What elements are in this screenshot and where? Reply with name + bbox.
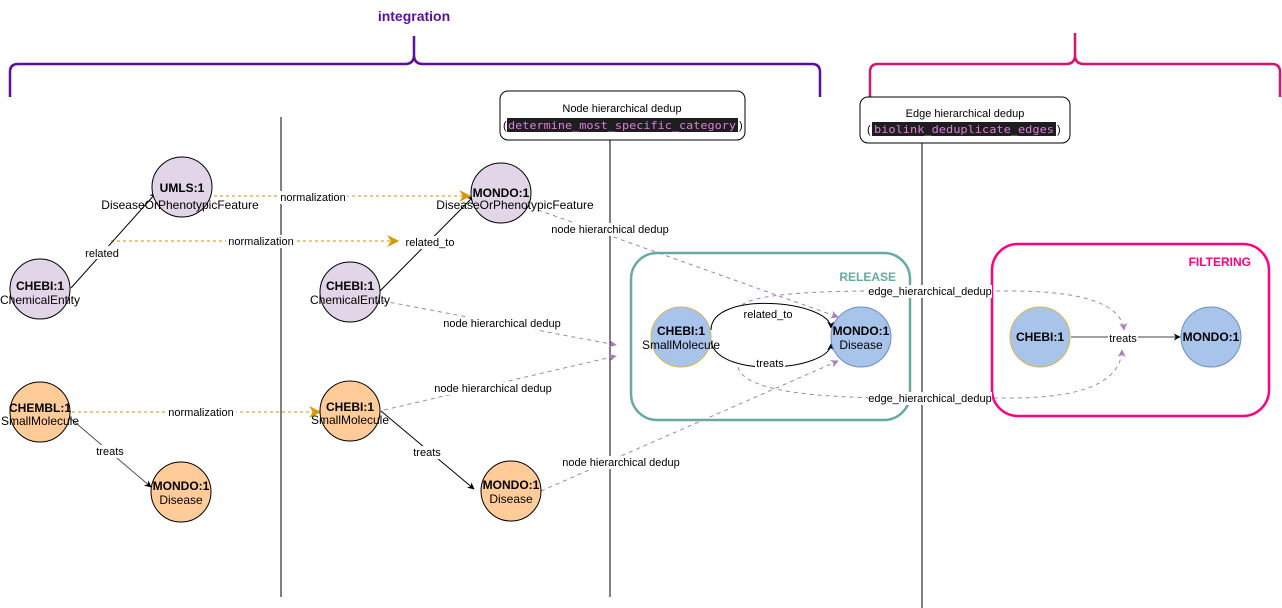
edge-label: normalization <box>280 192 345 204</box>
node-raw-chebi[interactable]: CHEBI:1 ChemicalEntity <box>0 258 80 320</box>
svg-text:Disease: Disease <box>839 338 883 352</box>
node-dedup-function: determine_most_specific_category <box>508 119 736 132</box>
node-release-mondo[interactable]: MONDO:1 Disease <box>830 306 892 368</box>
node-filtering-mondo[interactable]: MONDO:1 <box>1180 306 1242 368</box>
nodes: UMLS:1 DiseaseOrPhenotypicFeature CHEBI:… <box>0 156 1242 523</box>
node-raw-umls[interactable]: UMLS:1 DiseaseOrPhenotypicFeature <box>101 156 259 218</box>
filtering-label: FILTERING <box>1189 255 1251 269</box>
svg-text:Disease: Disease <box>489 492 533 506</box>
edge-dedup-edge <box>741 290 1128 331</box>
svg-text:CHEBI:1: CHEBI:1 <box>16 279 64 293</box>
node-norm-mondo[interactable]: MONDO:1 DiseaseOrPhenotypicFeature <box>436 162 594 224</box>
node-norm-chebi-smallmolecule[interactable]: CHEBI:1 SmallMolecule <box>311 380 389 442</box>
node-filtering-chebi[interactable]: CHEBI:1 <box>1009 306 1071 368</box>
svg-text:(: ( <box>867 124 871 136</box>
svg-text:CHEMBL:1: CHEMBL:1 <box>9 401 71 415</box>
filtering-brace <box>868 33 1282 97</box>
edge-label: related_to <box>406 237 455 249</box>
code-highlight <box>507 118 738 132</box>
svg-text:SmallMolecule: SmallMolecule <box>1 414 79 428</box>
dedup-edge <box>540 360 839 492</box>
svg-text:Disease: Disease <box>159 493 203 507</box>
edge-label: edge_hierarchical_dedup <box>868 286 992 298</box>
svg-text:ChemicalEntity: ChemicalEntity <box>310 293 390 307</box>
svg-text:): ) <box>739 120 743 132</box>
node-dedup-box: Node hierarchical dedup ( determine_most… <box>499 90 746 141</box>
svg-text:ChemicalEntity: ChemicalEntity <box>0 293 80 307</box>
node-raw-chembl[interactable]: CHEMBL:1 SmallMolecule <box>1 381 79 443</box>
edge-label: node hierarchical dedup <box>443 318 560 330</box>
svg-text:MONDO:1: MONDO:1 <box>473 186 530 200</box>
relation-edge <box>710 303 835 331</box>
edge-label: normalization <box>168 407 233 419</box>
edge-dedup-box: Edge hierarchical dedup ( biolink_dedupl… <box>859 96 1071 144</box>
edge-label: treats <box>96 446 124 458</box>
edge-dedup-edge <box>737 349 1126 399</box>
svg-text:CHEBI:1: CHEBI:1 <box>326 400 374 414</box>
integration-brace: integration <box>8 8 822 97</box>
node-dedup-edges <box>366 209 839 492</box>
edge-label: related <box>85 248 119 260</box>
svg-text:CHEBI:1: CHEBI:1 <box>657 324 705 338</box>
svg-text:CHEBI:1: CHEBI:1 <box>326 279 374 293</box>
svg-text:DiseaseOrPhenotypicFeature: DiseaseOrPhenotypicFeature <box>101 198 259 212</box>
svg-text:UMLS:1: UMLS:1 <box>160 181 205 195</box>
edge-label: node hierarchical dedup <box>562 457 679 469</box>
svg-text:MONDO:1: MONDO:1 <box>1183 330 1240 344</box>
filtering-cluster: FILTERING <box>990 242 1271 418</box>
svg-text:MONDO:1: MONDO:1 <box>153 479 210 493</box>
svg-text:MONDO:1: MONDO:1 <box>483 478 540 492</box>
edge-label: normalization <box>228 236 293 248</box>
relation-edge <box>70 192 157 289</box>
edge-label: treats <box>756 358 784 370</box>
node-release-chebi[interactable]: CHEBI:1 SmallMolecule <box>642 306 720 368</box>
integration-label: integration <box>378 8 450 24</box>
node-norm-mondo-disease[interactable]: MONDO:1 Disease <box>480 460 542 522</box>
svg-text:SmallMolecule: SmallMolecule <box>311 413 389 427</box>
edge-label: related_to <box>744 309 793 321</box>
edge-labels: related treats normalization normalizati… <box>85 191 1138 469</box>
code-highlight <box>872 122 1056 136</box>
edge-label: edge_hierarchical_dedup <box>868 393 992 405</box>
svg-text:(: ( <box>503 120 507 132</box>
svg-text:SmallMolecule: SmallMolecule <box>642 338 720 352</box>
svg-text:CHEBI:1: CHEBI:1 <box>1016 330 1064 344</box>
dedup-edge <box>366 297 617 348</box>
edge-dedup-function: biolink_deduplicate_edges <box>874 123 1054 136</box>
release-cluster: RELEASE <box>629 251 912 422</box>
svg-text:MONDO:1: MONDO:1 <box>833 324 890 338</box>
dedup-edge <box>537 209 839 319</box>
edge-dedup-title: Edge hierarchical dedup <box>906 108 1025 120</box>
normalization-edges <box>72 190 472 418</box>
edge-label: treats <box>1109 333 1137 345</box>
edge-label: treats <box>413 447 441 459</box>
release-label: RELEASE <box>839 270 896 284</box>
edge-label: node hierarchical dedup <box>434 383 551 395</box>
svg-text:): ) <box>1057 124 1061 136</box>
node-raw-mondo[interactable]: MONDO:1 Disease <box>150 461 212 523</box>
node-dedup-title: Node hierarchical dedup <box>562 103 681 115</box>
edge-label: node hierarchical dedup <box>551 224 668 236</box>
node-norm-chebi-chemicalentity[interactable]: CHEBI:1 ChemicalEntity <box>310 261 390 323</box>
svg-text:DiseaseOrPhenotypicFeature: DiseaseOrPhenotypicFeature <box>436 198 594 212</box>
